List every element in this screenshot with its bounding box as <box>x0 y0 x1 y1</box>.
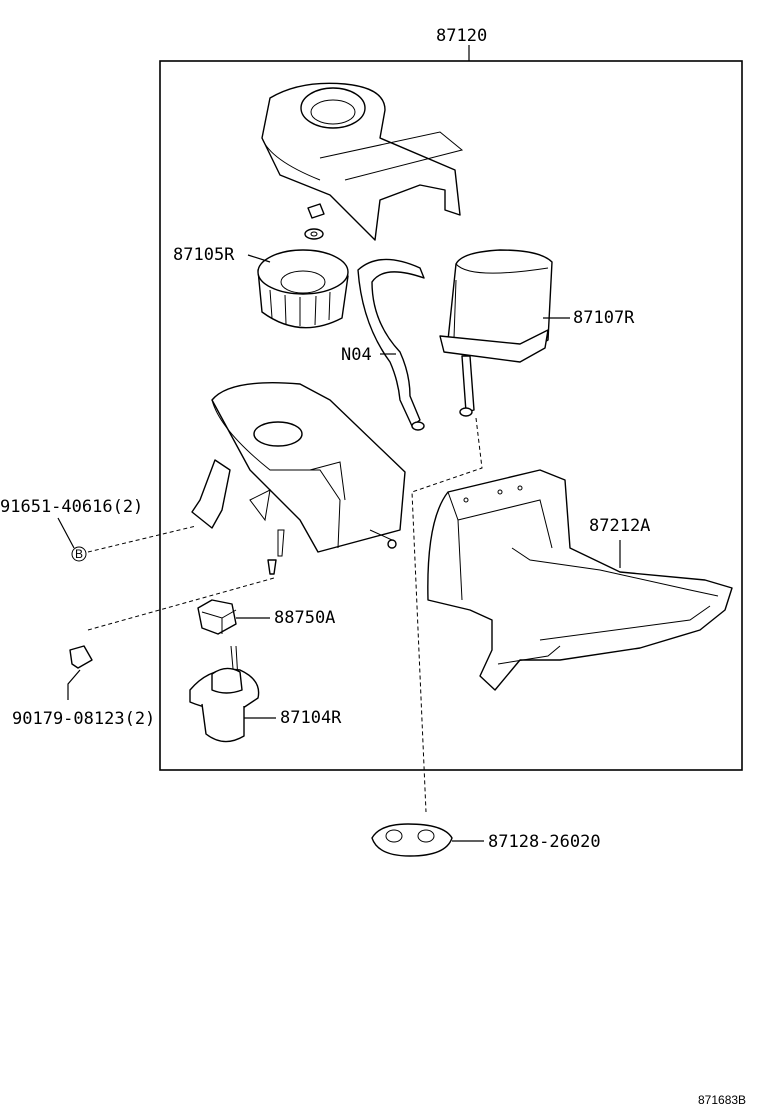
label-91651-40616: 91651-40616(2) <box>0 497 143 517</box>
label-87120: 87120 <box>436 26 487 46</box>
fan-nut <box>304 203 325 240</box>
label-87105R: 87105R <box>173 245 235 265</box>
leader-90179-08123 <box>67 669 81 700</box>
assembly-frame <box>159 60 743 771</box>
label-87212A: 87212A <box>589 516 650 536</box>
diagram-reference: 871683B <box>698 1093 746 1107</box>
label-N04: N04 <box>341 345 372 365</box>
relay <box>197 599 237 635</box>
bolt-dashed-leader-2 <box>87 577 275 631</box>
leader-87105R <box>247 254 271 263</box>
blower-fan <box>257 249 349 329</box>
bolt-marker: B <box>75 547 83 561</box>
drain-hose <box>357 258 425 431</box>
bolt <box>267 529 285 575</box>
bolt-marker-circle <box>71 546 87 562</box>
label-87107R: 87107R <box>573 308 635 328</box>
grommet <box>371 823 453 857</box>
label-87104R: 87104R <box>280 708 342 728</box>
blower-motor <box>189 645 260 743</box>
upper-blower-case <box>261 82 464 241</box>
heater-core <box>439 249 553 417</box>
label-88750A: 88750A <box>274 608 335 628</box>
bolt-dashed-leader-1 <box>87 525 197 553</box>
air-duct <box>427 469 733 691</box>
clip-nut <box>69 645 93 669</box>
label-90179-08123: 90179-08123(2) <box>12 709 155 729</box>
leader-91651-40616 <box>57 517 75 549</box>
core-to-duct-dashed <box>411 417 483 813</box>
label-87128-26020: 87128-26020 <box>488 832 601 852</box>
lower-blower-case <box>191 382 406 553</box>
